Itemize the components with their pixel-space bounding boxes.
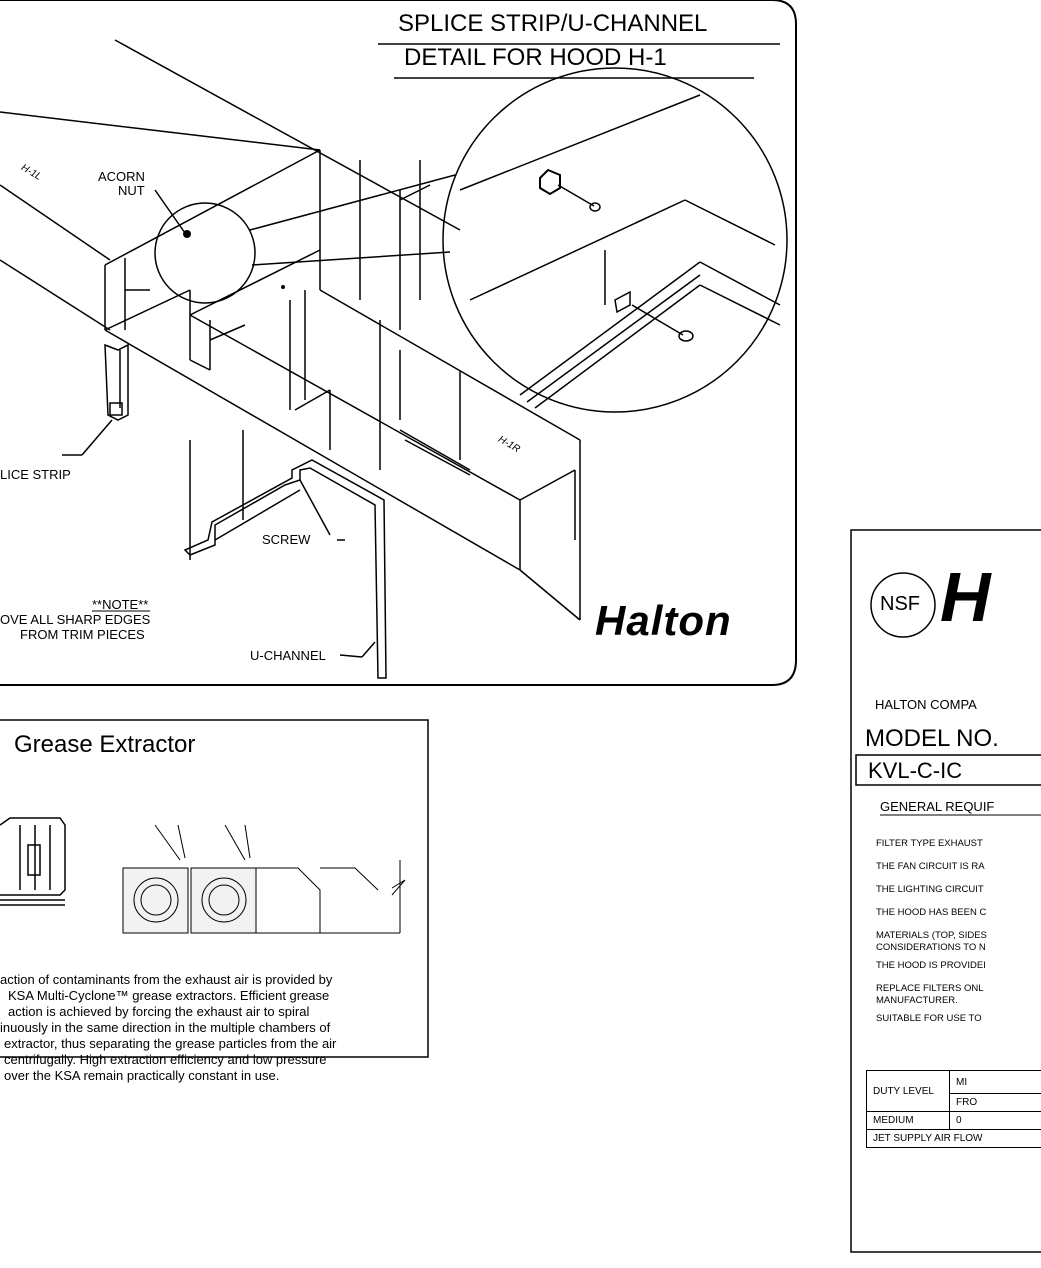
grease-panel-border bbox=[0, 719, 429, 1058]
req-line: SUITABLE FOR USE TO bbox=[876, 1013, 982, 1024]
duty-table: DUTY LEVEL MI FRO MEDIUM 0 JET SUPPLY AI… bbox=[866, 1070, 1041, 1148]
label-splice-strip: LICE STRIP bbox=[0, 467, 71, 482]
grease-desc-line: centrifugally. High extraction efficienc… bbox=[4, 1052, 327, 1067]
req-line: CONSIDERATIONS TO N bbox=[876, 942, 986, 953]
duty-level-value: MEDIUM bbox=[866, 1111, 950, 1130]
req-line: REPLACE FILTERS ONL bbox=[876, 983, 984, 994]
nsf-seal bbox=[870, 572, 936, 638]
label-screw: SCREW bbox=[262, 532, 311, 547]
grease-desc-line: over the KSA remain practically constant… bbox=[4, 1068, 280, 1083]
grease-description: action of contaminants from the exhaust … bbox=[0, 972, 336, 1084]
model-value: KVL-C-IC bbox=[868, 758, 963, 783]
note-line1: OVE ALL SHARP EDGES bbox=[0, 612, 151, 627]
duty-level-header: DUTY LEVEL bbox=[866, 1070, 950, 1112]
detail-title-line2: DETAIL FOR HOOD H-1 bbox=[404, 44, 667, 71]
grease-title: Grease Extractor bbox=[14, 731, 196, 758]
grease-desc-line: action is achieved by forcing the exhaus… bbox=[8, 1004, 310, 1019]
mi-header: MI bbox=[949, 1070, 1041, 1094]
model-label: MODEL NO. bbox=[865, 725, 999, 752]
req-line: THE LIGHTING CIRCUIT bbox=[876, 884, 984, 895]
general-heading: GENERAL REQUIF bbox=[880, 799, 995, 814]
label-nut: NUT bbox=[118, 183, 145, 198]
label-u-channel: U-CHANNEL bbox=[250, 648, 326, 663]
duty-value: 0 bbox=[949, 1111, 1041, 1130]
general-lines: FILTER TYPE EXHAUST THE FAN CIRCUIT IS R… bbox=[876, 838, 987, 1033]
nsf-panel-border bbox=[850, 529, 1041, 1253]
jet-supply-footer: JET SUPPLY AIR FLOW bbox=[866, 1129, 1041, 1148]
fro-header: FRO bbox=[949, 1093, 1041, 1112]
detail-title-line1: SPLICE STRIP/U-CHANNEL bbox=[398, 10, 708, 37]
magnified-detail bbox=[442, 67, 788, 413]
req-line: THE FAN CIRCUIT IS RA bbox=[876, 861, 985, 872]
company-name: HALTON COMPA bbox=[875, 697, 977, 712]
req-line: THE HOOD IS PROVIDEI bbox=[876, 960, 986, 971]
hood-isometric bbox=[0, 39, 581, 679]
note-heading: **NOTE** bbox=[92, 597, 149, 612]
halton-logo: Halton bbox=[595, 597, 732, 644]
req-line: MANUFACTURER. bbox=[876, 995, 958, 1006]
grease-desc-line: action of contaminants from the exhaust … bbox=[0, 972, 333, 987]
grease-desc-line: extractor, thus separating the grease pa… bbox=[4, 1036, 337, 1051]
halton-logo-partial: H bbox=[940, 558, 991, 636]
cyclone-diagram bbox=[122, 824, 406, 934]
ksa-extractor-drawing bbox=[0, 817, 66, 906]
req-line: THE HOOD HAS BEEN C bbox=[876, 907, 987, 918]
nsf-mark: NSF bbox=[880, 593, 920, 615]
req-line: MATERIALS (TOP, SIDES bbox=[876, 930, 987, 941]
req-line: FILTER TYPE EXHAUST bbox=[876, 838, 983, 849]
note-line2: FROM TRIM PIECES bbox=[20, 627, 145, 642]
grease-desc-line: inuously in the same direction in the mu… bbox=[0, 1020, 331, 1035]
grease-desc-line: KSA Multi-Cyclone™ grease extractors. Ef… bbox=[8, 988, 330, 1003]
label-acorn: ACORN bbox=[98, 169, 145, 184]
